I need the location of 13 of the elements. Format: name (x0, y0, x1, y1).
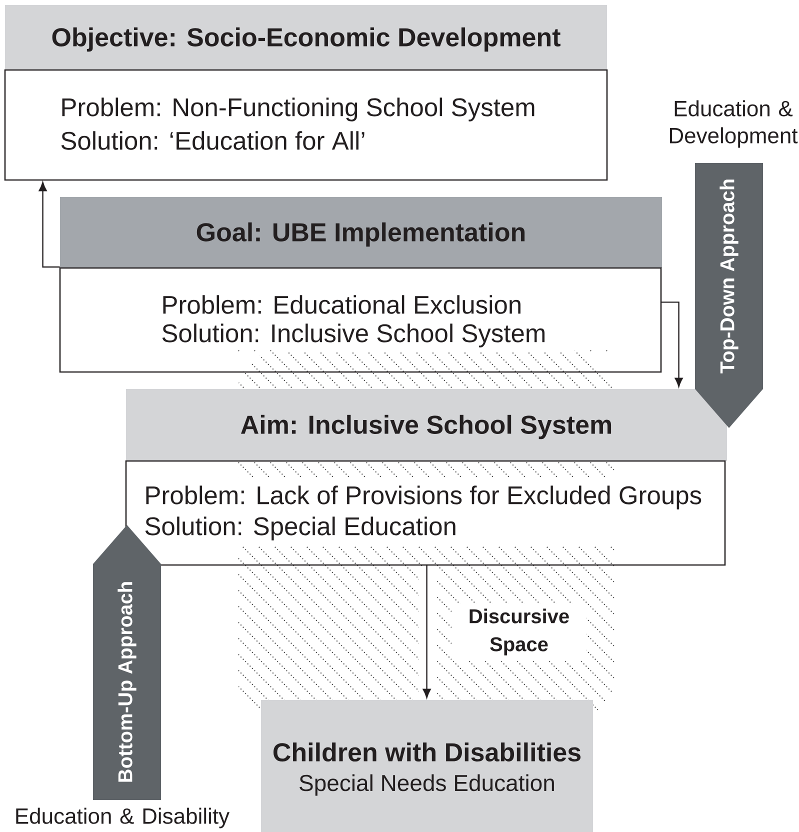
level-box: Aim: Inclusive School System Problem: Lack of Provisions for Excluded Groups Solution: Special Education (125, 389, 727, 566)
level-box: Objective: Socio-Economic Development Problem: Non-Functioning School System Solution: ‘Education for All’ (4, 5, 608, 181)
side-caption: Education & Disability (16, 808, 230, 828)
arrow (38, 182, 60, 268)
arrow (422, 565, 431, 698)
arrow (661, 302, 683, 388)
level-box: Goal: UBE Implementation Problem: Educational Exclusion Solution: Inclusive School System (59, 197, 662, 373)
area-label: Discursive Space (452, 604, 586, 660)
node-label: Objective: Socio-Economic Development (52, 27, 560, 52)
node-label: Goal: UBE Implementation (196, 222, 525, 247)
node-label: Aim: Inclusive School System (240, 414, 612, 440)
side-caption: Education & Development (670, 100, 798, 148)
level-box: Children with Disabilities Special Needs Education (261, 700, 593, 832)
